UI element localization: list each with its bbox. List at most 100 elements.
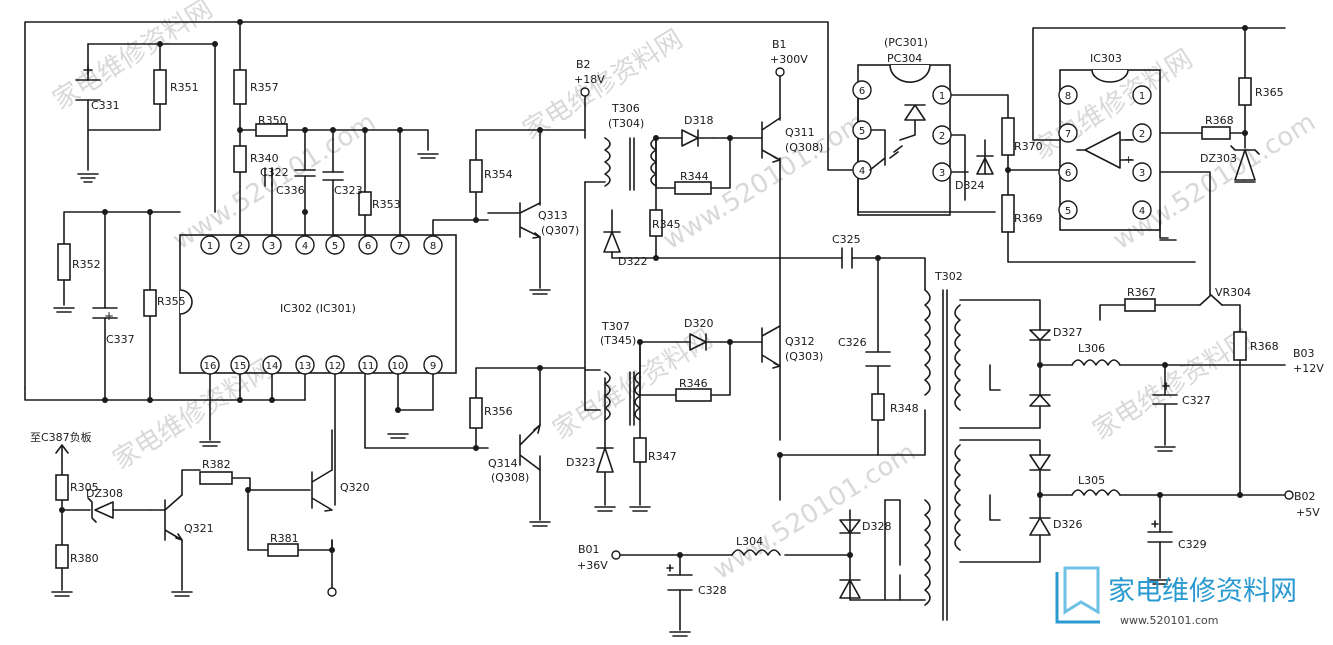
label-c323: C323 — [334, 184, 363, 197]
ic302-pin: 5 — [332, 241, 338, 252]
label-q308b: (Q308) — [491, 471, 529, 484]
label-r345: R345 — [652, 218, 681, 231]
pc-pin: 5 — [859, 126, 865, 137]
label-r381: R381 — [270, 532, 299, 545]
label-c328: C328 — [698, 584, 727, 597]
ic303-pin: 8 — [1065, 91, 1071, 102]
label-t345: (T345) — [600, 334, 636, 347]
label-c327: C327 — [1182, 394, 1211, 407]
watermark-1: 家电维修资料网 — [48, 0, 218, 116]
pc-pin: 3 — [939, 168, 945, 179]
label-c337: C337 — [106, 333, 135, 346]
transistors — [164, 117, 1223, 541]
inductors — [731, 359, 1121, 556]
label-r348: R348 — [890, 402, 919, 415]
pc-pin: 2 — [939, 131, 945, 142]
label-r353: R353 — [372, 198, 401, 211]
component-labels: C331 R351 R357 R350 R340 C322 C336 C323 … — [70, 36, 1284, 597]
label-q308a: (Q308) — [785, 141, 823, 154]
opamp-plus: + — [1124, 153, 1133, 166]
label-q311: Q311 — [785, 126, 815, 139]
label-q321: Q321 — [184, 522, 214, 535]
net-b01-voltage: +36V — [577, 559, 608, 572]
pc304: 6 5 4 1 2 3 — [852, 64, 952, 216]
label-d318: D318 — [684, 114, 713, 127]
ic302-pin: 7 — [397, 241, 403, 252]
label-d328: D328 — [862, 520, 891, 533]
net-b2: B2 — [576, 58, 591, 71]
label-r347: R347 — [648, 450, 677, 463]
resistors — [55, 69, 1252, 569]
net-b1: B1 — [772, 38, 787, 51]
opamp-minus: − — [1124, 133, 1133, 146]
label-d322: D322 — [618, 255, 647, 268]
diodes — [87, 104, 1260, 599]
label-r365: R365 — [1255, 86, 1284, 99]
label-r355: R355 — [157, 295, 186, 308]
label-r346: R346 — [679, 377, 708, 390]
label-l306: L306 — [1078, 342, 1105, 355]
pc-pin: 6 — [859, 86, 865, 97]
ic302-pin: 15 — [234, 361, 247, 372]
label-d323: D323 — [566, 456, 595, 469]
label-c325: C325 — [832, 233, 861, 246]
label-c322: C322 — [260, 166, 289, 179]
net-to-c387: 至C387负板 — [30, 430, 92, 444]
ic303-pin: 2 — [1139, 129, 1145, 140]
net-b01: B01 — [578, 543, 600, 556]
ic302-pin: 10 — [392, 361, 405, 372]
label-q307: (Q307) — [541, 224, 579, 237]
label-r368b: R368 — [1250, 340, 1279, 353]
label-l305: L305 — [1078, 474, 1105, 487]
label-pc301: (PC301) — [884, 36, 928, 49]
logo-text: 家电维修资料网 — [1108, 576, 1297, 607]
label-r354: R354 — [484, 168, 513, 181]
ic302-pin: 6 — [365, 241, 371, 252]
ic302-pin: 8 — [430, 241, 436, 252]
net-b03-voltage: +12V — [1293, 362, 1324, 375]
net-b03: B03 — [1293, 347, 1315, 360]
label-t307: T307 — [601, 320, 630, 333]
ic302-pin: 2 — [237, 241, 243, 252]
ic302-pin: 4 — [302, 241, 308, 252]
pc-pin: 4 — [859, 166, 865, 177]
pc-pin: 1 — [939, 91, 945, 102]
logo-bookmark-icon — [1063, 566, 1100, 615]
label-r305: R305 — [70, 481, 99, 494]
label-q312: Q312 — [785, 335, 815, 348]
site-logo: 家电维修资料网 www.520101.com — [1055, 566, 1297, 627]
label-dz308: DZ308 — [86, 487, 123, 500]
ic303-pin: 3 — [1139, 168, 1145, 179]
label-t304: (T304) — [608, 117, 644, 130]
label-d326: D326 — [1053, 518, 1082, 531]
ic302-pin: 16 — [204, 361, 217, 372]
label-r380: R380 — [70, 552, 99, 565]
label-r350: R350 — [258, 114, 287, 127]
transformers — [604, 137, 961, 621]
label-r344: R344 — [680, 170, 709, 183]
ic303-pin: 4 — [1139, 206, 1145, 217]
net-b2-voltage: +18V — [574, 73, 605, 86]
logo-book-icon — [1055, 572, 1100, 624]
ic303-pin: 1 — [1139, 91, 1145, 102]
ic303-pin: 7 — [1065, 129, 1071, 140]
ic302-label: IC302 (IC301) — [280, 302, 356, 315]
label-r367: R367 — [1127, 286, 1156, 299]
ic302-pin: 13 — [299, 361, 312, 372]
label-c336: C336 — [276, 184, 305, 197]
label-vr304: VR304 — [1215, 286, 1251, 299]
label-t302: T302 — [934, 270, 963, 283]
label-l304: L304 — [736, 535, 763, 548]
label-d320: D320 — [684, 317, 713, 330]
label-q303: (Q303) — [785, 350, 823, 363]
ic303: 8 7 6 5 1 2 3 4 − + — [1058, 69, 1161, 231]
label-r351: R351 — [170, 81, 199, 94]
ic303-pin: 5 — [1065, 206, 1071, 217]
label-pc304: PC304 — [887, 52, 922, 65]
ic302-pin: 1 — [207, 241, 213, 252]
ic302-pin: 9 — [430, 361, 436, 372]
label-q314: Q314 — [488, 457, 518, 470]
ground-symbols — [51, 153, 1256, 637]
label-ic303: IC303 — [1090, 52, 1122, 65]
